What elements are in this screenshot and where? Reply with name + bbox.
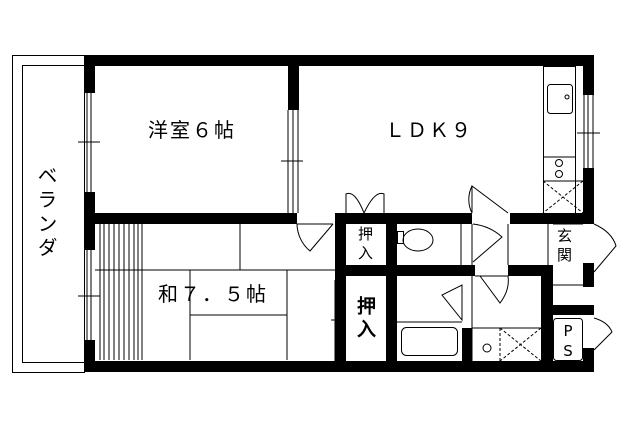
toilet-bowl	[402, 228, 434, 252]
room-label-closet-large: 押入	[354, 296, 376, 342]
bathtub	[401, 327, 458, 356]
room-label-closet-small: 押入	[356, 226, 374, 264]
washbasin	[482, 343, 492, 353]
room-label-ps: PS	[559, 322, 577, 362]
walls	[84, 55, 594, 372]
room-label-veranda: ベランダ	[34, 165, 58, 261]
gas-stove-burner	[555, 159, 563, 167]
pipe-space	[553, 318, 583, 361]
kitchen-counter	[543, 66, 576, 214]
room-label-japanese: 和７．５帖	[158, 282, 268, 306]
room-label-western: 洋室６帖	[148, 118, 236, 142]
room-label-entrance: 玄関	[555, 228, 573, 266]
kitchen-sink	[547, 84, 573, 114]
room-label-ldk: ＬＤＫ９	[385, 118, 473, 142]
